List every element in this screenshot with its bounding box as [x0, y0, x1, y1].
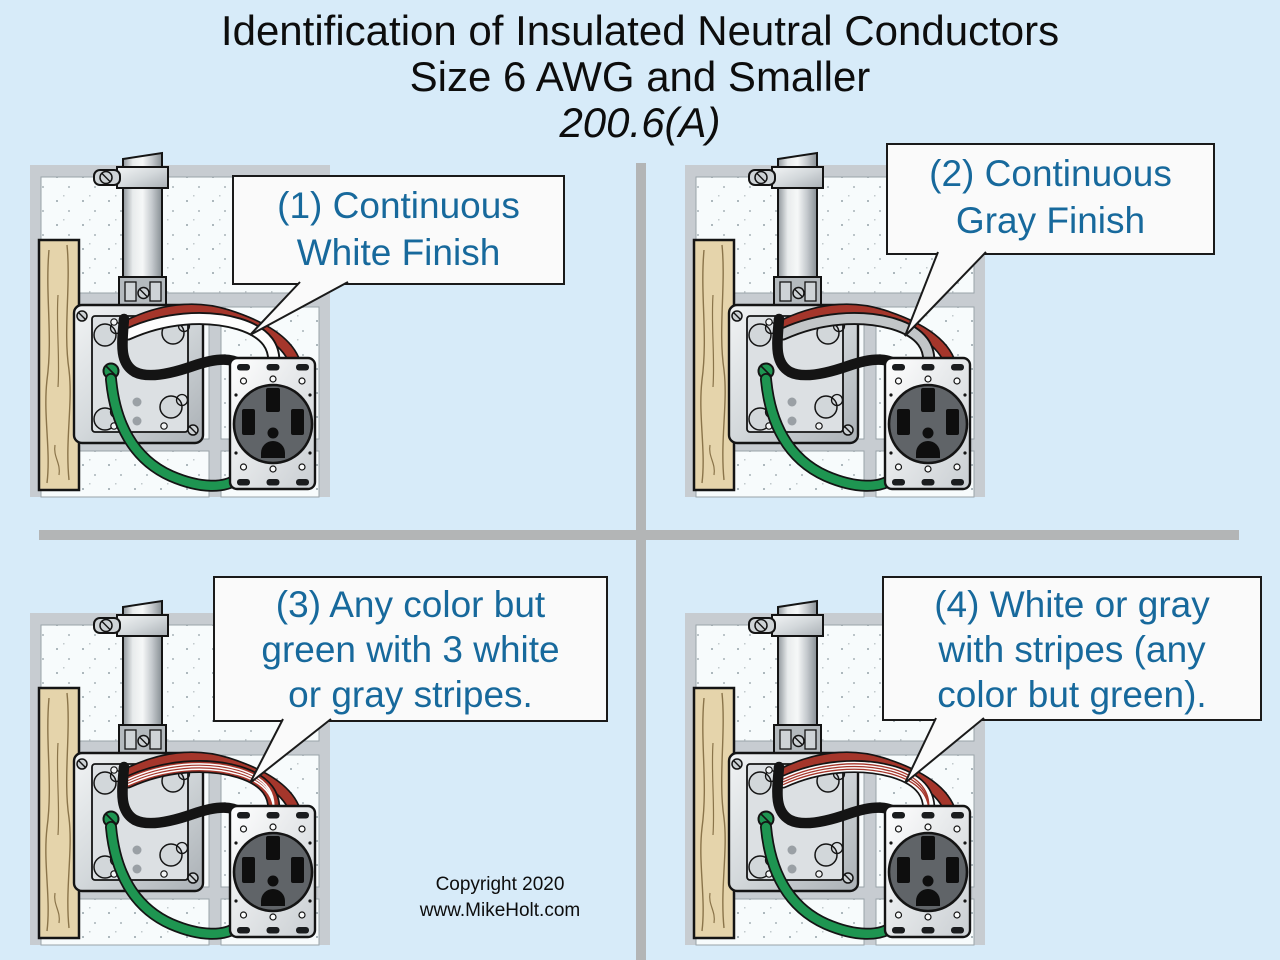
wood-stud — [37, 238, 81, 492]
receptacle-center-hole — [922, 875, 934, 887]
conduit — [93, 599, 169, 756]
receptacle-slot-right — [291, 409, 304, 435]
wood-stud — [692, 686, 736, 940]
receptacle-slot-right — [946, 409, 959, 435]
callout-1-line-2: White Finish — [296, 232, 501, 273]
conduit-clamp — [771, 166, 824, 189]
callout-4-line-3: color but green). — [937, 674, 1207, 715]
receptacle-face — [887, 383, 969, 465]
knockout — [159, 843, 183, 867]
knockout — [814, 843, 838, 867]
callout-3-line-3: or gray stripes. — [288, 674, 533, 715]
knockout-small — [175, 841, 189, 855]
knockout-small — [830, 393, 844, 407]
green-ground-wire — [761, 374, 897, 490]
receptacle-slot-top — [921, 388, 935, 412]
title-line-1: Identification of Insulated Neutral Cond… — [220, 7, 1060, 54]
callout-1-line-1: (1) Continuous — [277, 185, 520, 226]
callout-3-line-2: green with 3 white — [261, 629, 560, 670]
callout-2: (2) Continuous Gray Finish — [886, 143, 1215, 255]
receptacle — [883, 356, 972, 491]
green-ground-wire — [106, 822, 242, 938]
knockout-small — [830, 841, 844, 855]
receptacle-slot-top — [921, 836, 935, 860]
knockout — [814, 395, 838, 419]
receptacle-slot-top — [266, 836, 280, 860]
knockout — [748, 771, 772, 795]
receptacle-face — [887, 831, 969, 913]
conduit-clamp — [116, 614, 169, 637]
conduit-clamp — [116, 166, 169, 189]
conduit — [748, 599, 824, 756]
page-title: Identification of Insulated Neutral Cond… — [0, 8, 1280, 146]
knockout — [93, 323, 117, 347]
receptacle-center-hole — [922, 427, 934, 439]
callout-3-line-1: (3) Any color but — [275, 584, 546, 625]
copyright-line-2: www.MikeHolt.com — [419, 900, 581, 921]
green-ground-wire — [761, 822, 897, 938]
conduit-clamp — [771, 614, 824, 637]
receptacle-slot-left — [242, 409, 255, 435]
green-ground-wire — [106, 374, 242, 490]
knockout — [748, 323, 772, 347]
receptacle-face — [232, 383, 314, 465]
receptacle-slot-left — [897, 409, 910, 435]
knockout — [159, 395, 183, 419]
copyright: Copyright 2020 www.MikeHolt.com — [370, 872, 630, 924]
receptacle — [228, 356, 317, 491]
receptacle-face — [232, 831, 314, 913]
callout-4-line-1: (4) White or gray — [934, 584, 1210, 625]
receptacle-slot-left — [897, 857, 910, 883]
receptacle — [883, 804, 972, 939]
knockout — [93, 771, 117, 795]
receptacle-ground-slot — [916, 889, 940, 906]
receptacle-slot-right — [291, 857, 304, 883]
receptacle-slot-left — [242, 857, 255, 883]
receptacle-slot-top — [266, 388, 280, 412]
callout-1: (1) Continuous White Finish — [232, 175, 565, 285]
callout-2-line-2: Gray Finish — [955, 200, 1146, 241]
receptacle-ground-slot — [261, 441, 285, 458]
divider-horizontal — [39, 530, 1239, 540]
callout-4-line-2: with stripes (any — [938, 629, 1206, 670]
wood-stud — [692, 238, 736, 492]
receptacle-ground-slot — [261, 889, 285, 906]
divider-vertical — [636, 163, 646, 960]
title-line-2: Size 6 AWG and Smaller — [409, 53, 871, 100]
knockout-small — [175, 393, 189, 407]
title-code-reference: 200.6(A) — [559, 99, 721, 146]
receptacle-ground-slot — [916, 441, 940, 458]
callout-2-line-1: (2) Continuous — [929, 153, 1172, 194]
callout-3: (3) Any color but green with 3 white or … — [213, 576, 608, 722]
conduit — [93, 151, 169, 308]
receptacle-center-hole — [267, 427, 279, 439]
receptacle-slot-right — [946, 857, 959, 883]
receptacle-center-hole — [267, 875, 279, 887]
callout-4: (4) White or gray with stripes (any colo… — [882, 576, 1262, 721]
copyright-line-1: Copyright 2020 — [435, 874, 565, 895]
receptacle — [228, 804, 317, 939]
